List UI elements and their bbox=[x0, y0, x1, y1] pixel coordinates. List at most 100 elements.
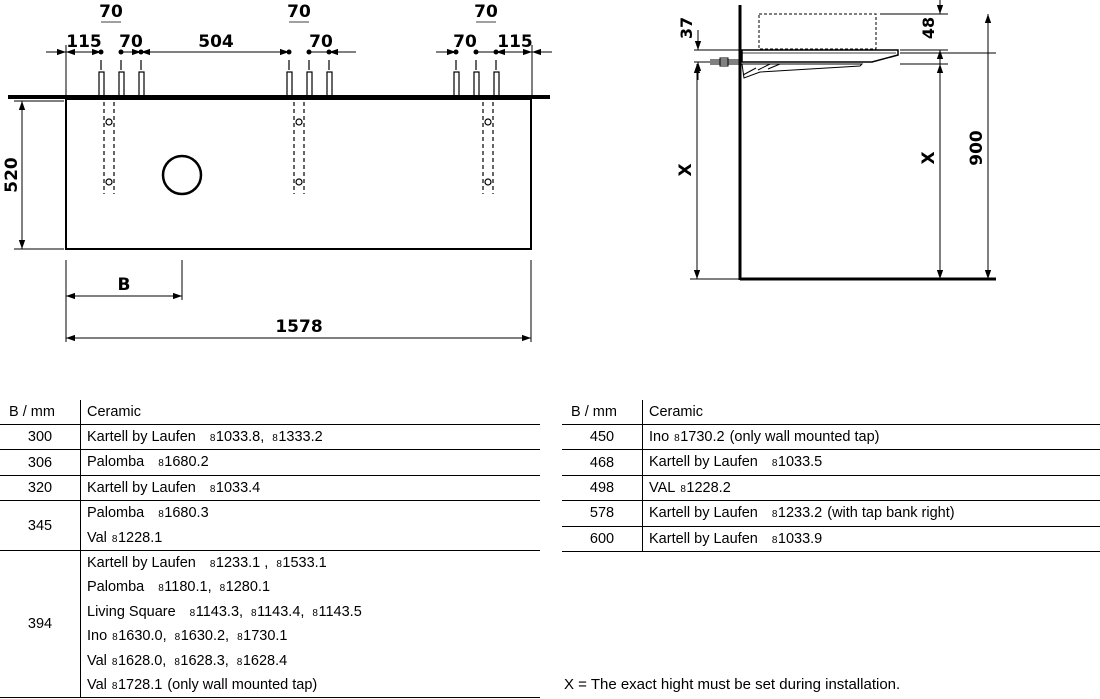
ceramic-cell: Kartell by Laufen 81033.9 bbox=[643, 526, 1100, 551]
article-code-number: 1033.8, bbox=[216, 429, 264, 445]
table-row: 320 Kartell by Laufen 81033.4 bbox=[0, 475, 540, 500]
table-row: 306 Palomba 81680.2 bbox=[0, 450, 540, 475]
dim-1578: 1578 bbox=[275, 317, 322, 337]
ceramic-name: Kartell by Laufen bbox=[649, 531, 758, 547]
article-code-number: 1680.2 bbox=[164, 454, 208, 470]
tap-group-middle bbox=[287, 60, 332, 194]
ceramic-line: Kartell by Laufen 81233.1 , 81533.1 bbox=[87, 551, 540, 575]
article-code-number: 1228.1 bbox=[118, 530, 162, 546]
article-code-number: 1730.2 bbox=[680, 429, 724, 445]
ceramic-name: Living Square bbox=[87, 604, 176, 620]
article-code-number: 1033.4 bbox=[216, 480, 260, 496]
tap-group-left bbox=[99, 60, 144, 194]
dim-37: 37 bbox=[677, 17, 696, 39]
ceramic-cell: VAL 81228.2 bbox=[643, 475, 1100, 500]
article-code: 81143.3, bbox=[190, 608, 243, 619]
article-code: 81233.2 bbox=[772, 509, 822, 520]
article-code-number: 1630.0, bbox=[118, 628, 166, 644]
dim-115-left: 115 bbox=[66, 32, 102, 52]
b-mm-cell: 498 bbox=[562, 475, 643, 500]
dim-70-top-left: 70 bbox=[99, 2, 123, 22]
dim-70-top-right: 70 bbox=[474, 2, 498, 22]
dim-48: 48 bbox=[919, 17, 938, 39]
article-code: 81628.4 bbox=[237, 657, 287, 668]
ceramic-line: VAL 81228.2 bbox=[649, 476, 1100, 500]
article-code: 81033.5 bbox=[772, 458, 822, 469]
b-mm-cell: 300 bbox=[0, 425, 81, 450]
article-code-number: 1180.1, bbox=[164, 579, 211, 595]
article-code-number: 1033.5 bbox=[778, 454, 822, 470]
front-view bbox=[8, 22, 552, 342]
article-code-number: 1333.2 bbox=[278, 429, 322, 445]
b-mm-cell: 468 bbox=[562, 450, 643, 475]
b-mm-cell: 450 bbox=[562, 425, 643, 450]
dim-b-label: B bbox=[118, 275, 131, 295]
ceramic-name: Kartell by Laufen bbox=[87, 429, 196, 445]
ceramic-name: Ino bbox=[649, 429, 669, 445]
article-code: 81228.1 bbox=[112, 534, 162, 545]
table-header-row: B / mm Ceramic bbox=[562, 400, 1100, 425]
ceramic-line: Palomba 81680.3 bbox=[87, 501, 540, 525]
article-code-number: 1143.3, bbox=[196, 604, 243, 620]
article-code: 81033.8, bbox=[210, 433, 264, 444]
ceramic-name: Kartell by Laufen bbox=[87, 480, 196, 496]
article-code-number: 1628.3, bbox=[180, 653, 228, 669]
ceramic-name: Palomba bbox=[87, 579, 144, 595]
ceramic-line: Palomba 81680.2 bbox=[87, 450, 540, 474]
ceramic-line: Kartell by Laufen 81033.9 bbox=[649, 527, 1100, 551]
dim-70-left: 70 bbox=[119, 32, 143, 52]
article-code: 81228.2 bbox=[680, 484, 730, 495]
article-code-number: 1730.1 bbox=[243, 628, 287, 644]
b-mm-cell: 320 bbox=[0, 475, 81, 500]
b-dimension bbox=[66, 260, 182, 342]
ceramic-name: Val bbox=[87, 677, 107, 693]
article-code-number: 1533.1 bbox=[282, 555, 326, 571]
table-row: 498 VAL 81228.2 bbox=[562, 475, 1100, 500]
article-code-number: 1280.1 bbox=[226, 579, 270, 595]
article-code: 81628.0, bbox=[112, 657, 166, 668]
article-code: 81680.2 bbox=[158, 458, 208, 469]
article-code: 81728.1 bbox=[112, 681, 162, 692]
header-b-mm: B / mm bbox=[0, 400, 81, 425]
ceramic-cell: Ino 81730.2 (only wall mounted tap) bbox=[643, 425, 1100, 450]
article-code: 81143.4, bbox=[251, 608, 304, 619]
header-b-mm: B / mm bbox=[562, 400, 643, 425]
article-code: 81533.1 bbox=[276, 559, 326, 570]
article-code: 81680.3 bbox=[158, 509, 208, 520]
article-code: 81730.2 bbox=[674, 433, 724, 444]
article-code: 81033.4 bbox=[210, 484, 260, 495]
b-mm-cell: 394 bbox=[0, 550, 81, 697]
article-code: 81233.1 , bbox=[210, 559, 268, 570]
article-code-number: 1233.1 , bbox=[216, 555, 268, 571]
article-code-number: 1233.2 bbox=[778, 505, 822, 521]
dim-70-right: 70 bbox=[453, 32, 477, 52]
ceramic-line: Ino 81730.2 (only wall mounted tap) bbox=[649, 425, 1100, 449]
ceramic-name: Palomba bbox=[87, 454, 144, 470]
ceramic-note: (with tap bank right) bbox=[827, 505, 954, 521]
dim-70-top-middle: 70 bbox=[287, 2, 311, 22]
ceramic-name: VAL bbox=[649, 480, 675, 496]
ceramic-name: Palomba bbox=[87, 505, 144, 521]
basin-dashed bbox=[759, 14, 876, 49]
dim-x-right: X bbox=[919, 151, 939, 164]
ceramic-note: (only wall mounted tap) bbox=[730, 429, 880, 445]
ceramic-table-right: B / mm Ceramic 450 Ino 81730.2 (only wall m… bbox=[562, 400, 1100, 552]
dim-520: 520 bbox=[2, 157, 22, 193]
article-code: 81033.9 bbox=[772, 535, 822, 546]
table-header-row: B / mm Ceramic bbox=[0, 400, 540, 425]
article-code-number: 1628.4 bbox=[243, 653, 287, 669]
ceramic-name: Kartell by Laufen bbox=[87, 555, 196, 571]
b-mm-cell: 306 bbox=[0, 450, 81, 475]
